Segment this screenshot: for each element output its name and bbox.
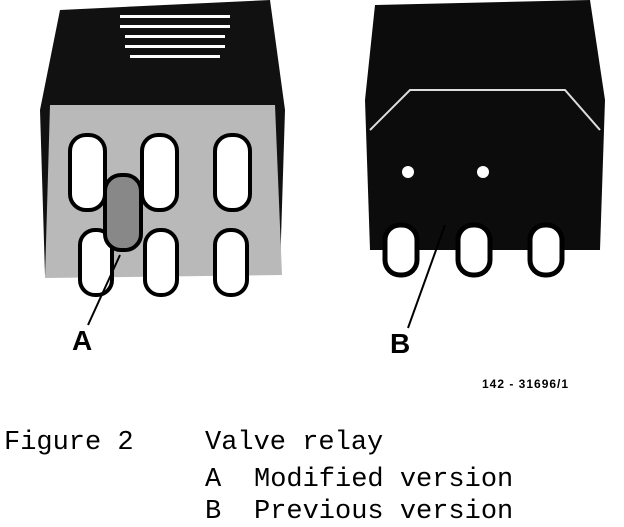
label-a: A: [72, 325, 93, 356]
caption-item-b-key: B: [205, 497, 222, 527]
caption-title: Valve relay: [205, 428, 384, 458]
figure-reference-number: 142 - 31696/1: [482, 377, 570, 391]
label-b: B: [390, 328, 411, 359]
caption-item-b-text: Previous version: [254, 497, 514, 527]
relay-photos: [40, 0, 605, 329]
caption-item-a-text: Modified version: [254, 465, 514, 495]
caption-item-a-key: A: [205, 465, 222, 495]
relay-previous-image: [365, 0, 605, 329]
relay-modified-image: [40, 0, 285, 326]
figure-number: Figure 2: [4, 428, 134, 458]
